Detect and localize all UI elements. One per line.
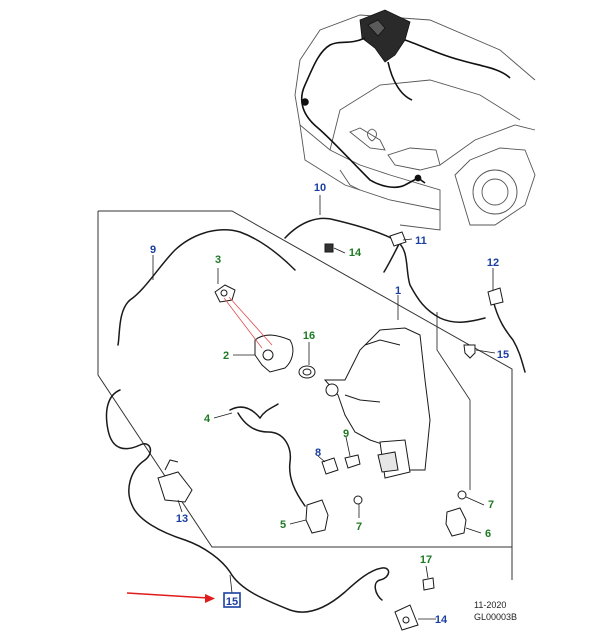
- callout-14a: 13: [176, 513, 188, 525]
- vehicle-reservoir-highlight: [359, 9, 411, 63]
- callout-7a: 7: [356, 521, 362, 533]
- leader-lines: [152, 195, 496, 620]
- callout-5: 5: [280, 519, 286, 531]
- hose-connector-12: [389, 231, 407, 247]
- assembly-guides: [223, 296, 273, 349]
- rear-connector-13: [487, 287, 504, 306]
- callout-7b: 7: [488, 499, 494, 511]
- hose-4: [229, 403, 306, 507]
- callout-17: 16: [303, 330, 315, 342]
- vehicle-illustration: [294, 14, 536, 231]
- washer-reservoir: [323, 327, 431, 471]
- hose-clip-16: [324, 243, 334, 253]
- hose-13: [492, 299, 526, 373]
- nozzle-cap: [422, 577, 435, 591]
- callout-labels: 10 1 9 3 2 4 5 16 8 9 7 7 6 12 15 14 11 …: [150, 182, 509, 626]
- callout-15: 15: [226, 596, 238, 608]
- callout-3: 3: [215, 254, 221, 266]
- callout-18: 15: [497, 349, 509, 361]
- pump-connector-8: [321, 457, 339, 475]
- callout-10: 9: [150, 244, 156, 256]
- callout-1: 1: [395, 285, 401, 297]
- callout-8: 8: [315, 447, 321, 459]
- sub-frame: [436, 312, 471, 490]
- hose-lines: [105, 217, 526, 613]
- callout-16: 14: [349, 247, 362, 259]
- grommet-7a: [353, 495, 363, 505]
- components: [157, 231, 504, 631]
- headlamp-jet-left: [157, 471, 193, 503]
- drawing-reference: 11-2020 GL00003B: [474, 600, 517, 622]
- washer-pump: [305, 499, 329, 534]
- check-valve-9: [344, 454, 361, 469]
- revision-date: 11-2020: [474, 600, 506, 610]
- callout-14b: 14: [435, 614, 448, 626]
- callout-4: 4: [204, 413, 211, 425]
- callout-12: 11: [415, 235, 427, 247]
- hose-12: [383, 241, 401, 273]
- callout-19: 17: [420, 554, 432, 566]
- reservoir-bracket: [254, 334, 294, 373]
- callout-11: 10: [314, 182, 326, 194]
- callout-9: 9: [343, 428, 349, 440]
- level-sensor: [445, 507, 467, 537]
- callout-6: 6: [485, 528, 491, 540]
- hose-15: [105, 389, 390, 613]
- callout-13: 12: [487, 257, 499, 269]
- grommet-7b: [457, 490, 467, 500]
- red-pointer-arrow: [126, 592, 215, 603]
- drawing-code: GL00003B: [474, 612, 517, 622]
- hose-10: [117, 229, 296, 346]
- vehicle-hose-run: [301, 37, 511, 188]
- callout-2: 2: [223, 350, 229, 362]
- hose-11: [284, 217, 486, 323]
- push-pin-18: [463, 344, 476, 359]
- exploded-view-frame: [97, 210, 513, 580]
- highlighted-callout-box: [223, 592, 241, 608]
